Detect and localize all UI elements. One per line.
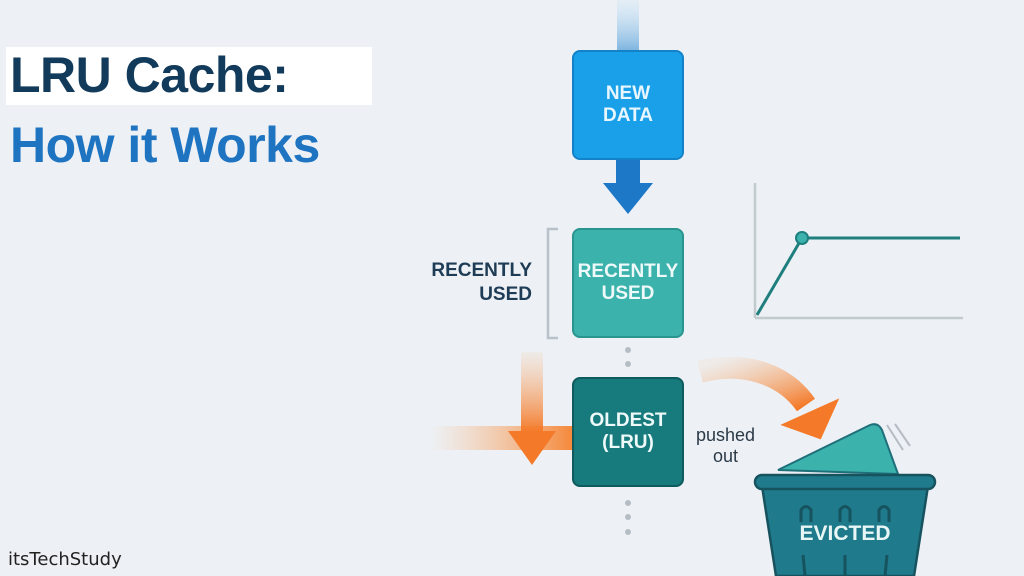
incoming-stem [617,0,639,50]
orange-band [430,426,573,450]
oldest-line2: (LRU) [602,432,654,453]
pushed-out-label: pushed out [696,425,755,467]
new-data-block: NEW DATA [572,50,684,160]
oldest-lru-block: OLDEST (LRU) [572,377,684,487]
title-highlight [6,47,372,105]
recently-used-line2: USED [601,283,655,304]
evicted-label: EVICTED [799,522,891,545]
ellipsis-dots-upper [625,347,631,367]
recently-used-block: RECENTLY USED [572,228,684,338]
side-label-line2: USED [479,284,532,305]
oldest-line1: OLDEST [589,410,667,431]
watermark: itsTechStudy [8,549,122,570]
side-label-line1: RECENTLY [431,260,532,281]
line-chart-icon [753,183,963,320]
trash-bin-icon [753,423,937,576]
pushed-out-line1: pushed [696,425,756,445]
curved-arrow-icon [697,356,840,440]
page-subtitle: How it Works [10,117,320,173]
new-data-line1: NEW [605,83,651,104]
recently-used-side-label: RECENTLY USED [400,259,532,307]
recently-used-line1: RECENTLY [577,261,679,282]
pushed-out-line2: out [713,446,739,466]
new-data-line2: DATA [603,105,653,126]
arrow-down-icon [603,160,653,214]
arrow-orange-icon [508,352,556,465]
bracket [546,227,558,340]
ellipsis-dots-lower [625,500,631,535]
page-title: LRU Cache: [10,47,289,103]
